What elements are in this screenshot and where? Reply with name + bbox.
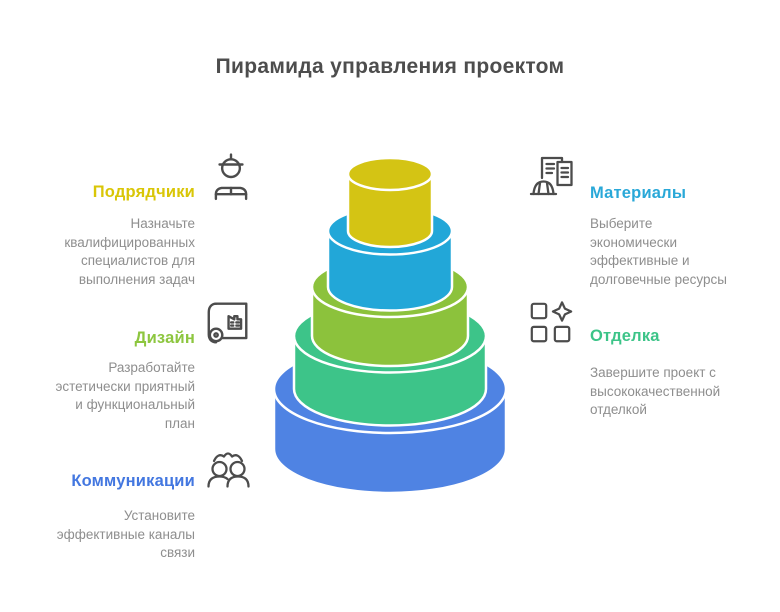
pyramid-tier-1 — [346, 156, 434, 249]
section-heading-contractors: Подрядчики — [92, 183, 195, 201]
section-heading-communications: Коммуникации — [71, 472, 195, 490]
section-description-design: Разработайте эстетически приятный и функ… — [55, 360, 196, 431]
building-helmet-icon — [528, 152, 580, 204]
section-heading-materials: Материалы — [590, 184, 687, 202]
section-description-finishing: Завершите проект с высококачественной от… — [590, 365, 721, 417]
blueprint-icon — [202, 298, 252, 348]
page-title: Пирамида управления проектом — [215, 55, 565, 78]
worker-helmet-icon — [206, 152, 256, 202]
section-heading-design: Дизайн — [134, 329, 195, 347]
section-description-contractors: Назначьте квалифицированных специалистов… — [64, 216, 195, 287]
section-heading-finishing: Отделка — [590, 327, 660, 345]
pyramid-diagram — [272, 156, 508, 495]
squares-sparkle-icon — [527, 299, 575, 347]
people-icon — [204, 441, 252, 491]
section-description-materials: Выберите экономически эффективные и долг… — [590, 216, 727, 287]
section-description-communications: Установите эффективные каналы связи — [56, 508, 195, 560]
